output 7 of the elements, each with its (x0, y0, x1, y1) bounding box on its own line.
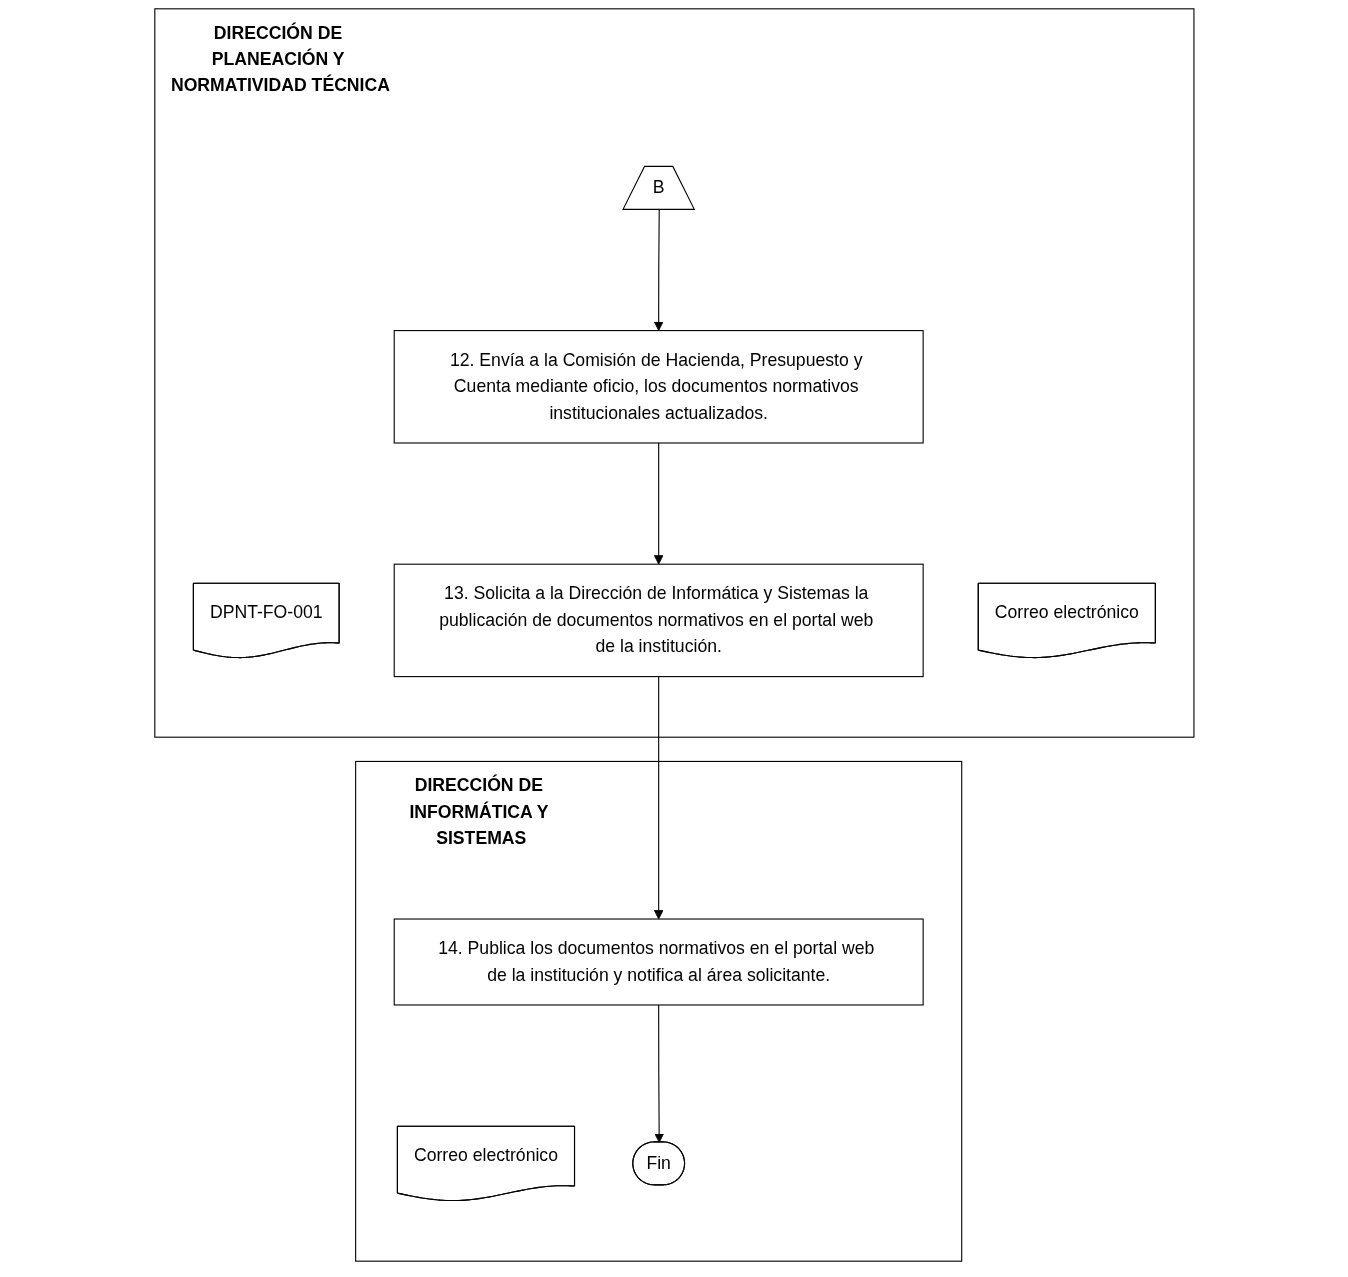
arrow (653, 442, 664, 565)
arrow (653, 676, 664, 920)
node-box: 14. Publica los documentos normativos en el portal web de la institución y notifica al área solicitante. (393, 918, 924, 1006)
node-box: 13. Solicita a la Dirección de Informática y Sistemas la publicación de documentos normativos en el portal web de la institución. (393, 563, 924, 678)
arrow (653, 209, 664, 331)
node-box: 12. Envía a la Comisión de Hacienda, Presupuesto y Cuenta mediante oficio, los documentos normativos institucionales actualizados. (393, 330, 924, 444)
arrow (653, 1004, 664, 1143)
